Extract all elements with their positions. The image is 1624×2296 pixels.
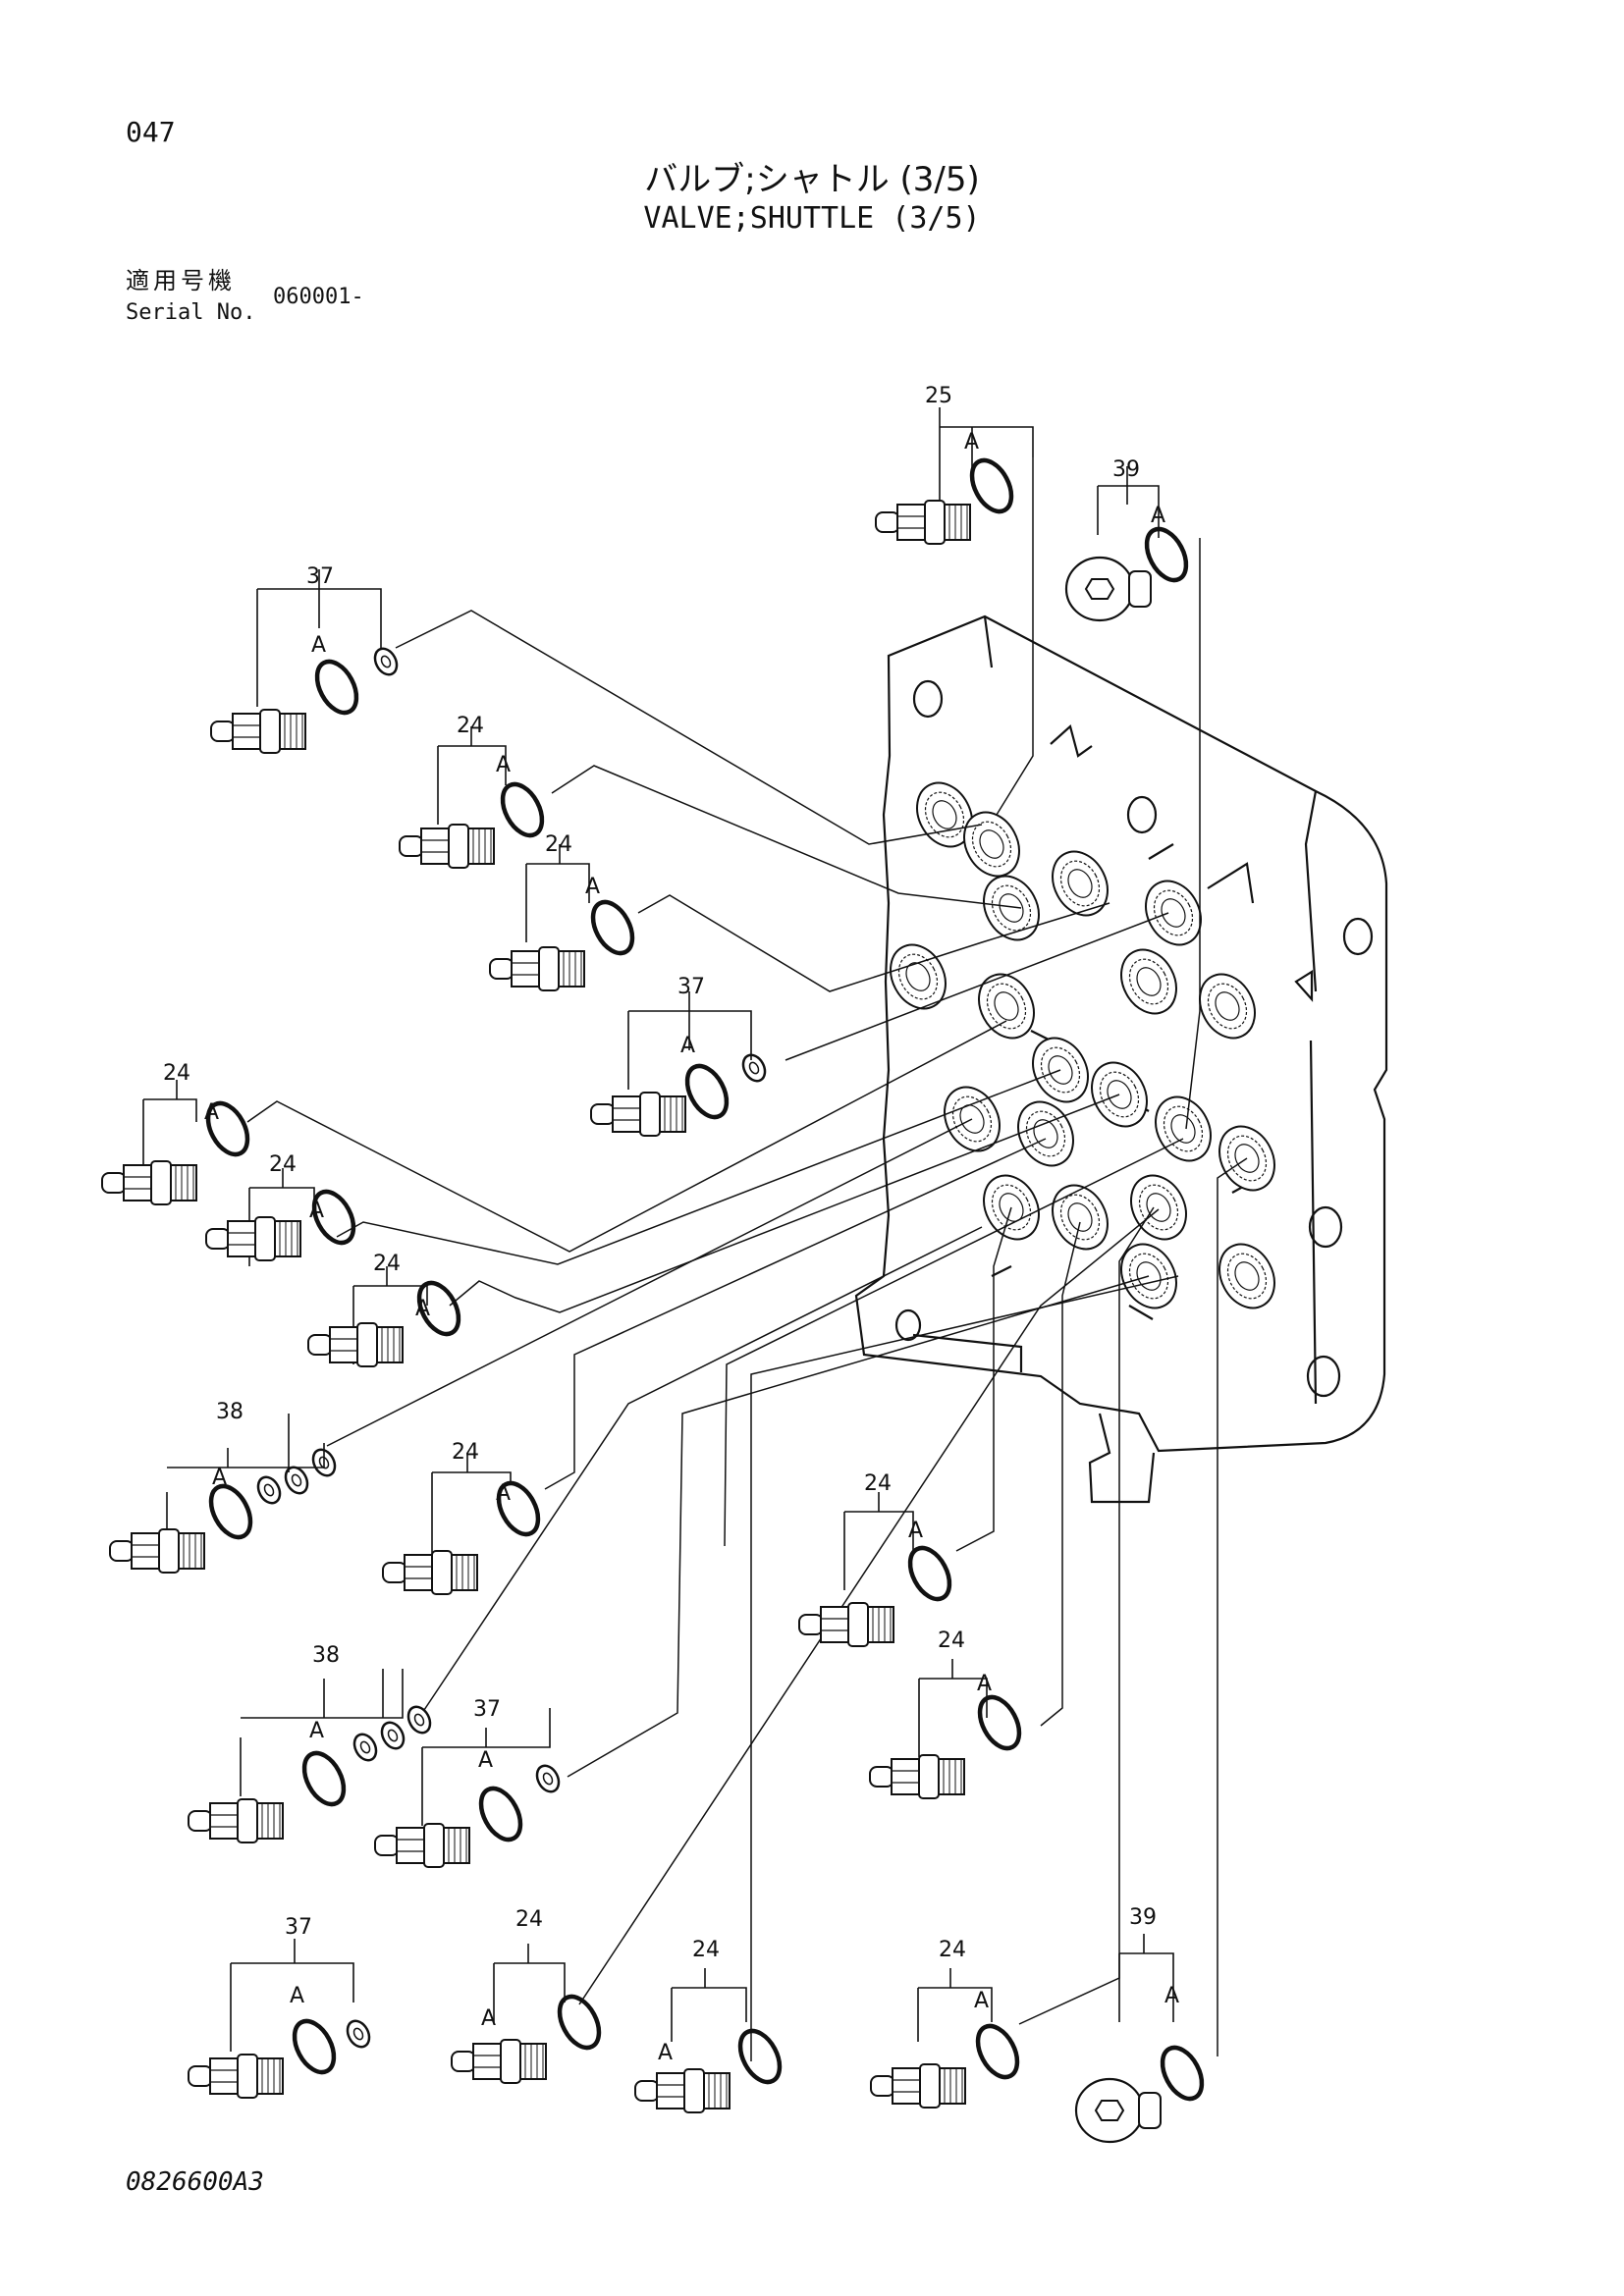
callout-sub-label: A xyxy=(311,633,326,658)
callout-part-number: 24 xyxy=(692,1938,720,1962)
callout-sub-label: A xyxy=(908,1519,923,1543)
callout-part-number: 37 xyxy=(473,1697,501,1722)
callout-sub-label: A xyxy=(974,1989,989,2013)
callout-sub-label: A xyxy=(1151,504,1165,528)
callout-sub-label: A xyxy=(290,1984,304,2008)
callout-sub-label: A xyxy=(478,1748,493,1773)
callout-part-number: 24 xyxy=(163,1061,190,1086)
callout-part-number: 24 xyxy=(515,1907,543,1932)
callout-part-number: 24 xyxy=(939,1938,966,1962)
valve-body xyxy=(854,614,1388,1504)
callout-sub-label: A xyxy=(585,875,600,899)
callout-sub-label: A xyxy=(415,1297,430,1321)
serial-label-english: Serial No. xyxy=(126,300,256,325)
serial-label-japanese: 適用号機 xyxy=(126,267,236,294)
callout-sub-label: A xyxy=(1164,1984,1179,2008)
callout-sub-label: A xyxy=(309,1719,324,1743)
callout-part-number: 24 xyxy=(864,1471,892,1496)
serial-number-value: 060001- xyxy=(273,285,364,309)
callout-part-number: 24 xyxy=(457,714,484,738)
callout-sub-label: A xyxy=(496,753,511,777)
callout-part-number: 25 xyxy=(925,384,952,408)
callout-part-number: 24 xyxy=(373,1252,401,1276)
callout-sub-label: A xyxy=(481,2006,496,2031)
title-japanese: バルブ;シャトル (3/5) xyxy=(644,160,980,199)
callout-sub-label: A xyxy=(680,1034,695,1058)
callout-part-number: 24 xyxy=(269,1152,297,1177)
callout-sub-label: A xyxy=(977,1672,992,1696)
callout-sub-label: A xyxy=(964,430,979,454)
drawing-number: 0826600A3 xyxy=(126,2167,264,2197)
callout-part-number: 39 xyxy=(1129,1905,1157,1930)
callout-part-number: 37 xyxy=(285,1915,312,1940)
callout-part-number: 24 xyxy=(938,1629,965,1653)
callout-sub-label: A xyxy=(204,1100,219,1125)
callout-labels: 25 A 39 A 37 A 24 A 24 A 37 A 24 A 24 A … xyxy=(163,384,1179,2065)
callout-part-number: 24 xyxy=(452,1440,479,1465)
title-english: VALVE;SHUTTLE (3/5) xyxy=(643,201,981,236)
callout-sub-label: A xyxy=(658,2041,673,2065)
callout-part-number: 39 xyxy=(1112,457,1140,482)
page-number: 047 xyxy=(126,116,176,148)
leader-lines xyxy=(246,457,1248,2061)
callout-part-number: 38 xyxy=(312,1643,340,1668)
callout-sub-label: A xyxy=(309,1199,324,1223)
callout-part-number: 24 xyxy=(545,832,572,857)
fittings xyxy=(101,500,971,2113)
callout-part-number: 37 xyxy=(677,975,705,999)
callout-sub-label: A xyxy=(496,1481,511,1506)
callout-part-number: 37 xyxy=(306,564,334,589)
callout-part-number: 38 xyxy=(216,1400,244,1424)
callout-sub-label: A xyxy=(212,1466,227,1490)
